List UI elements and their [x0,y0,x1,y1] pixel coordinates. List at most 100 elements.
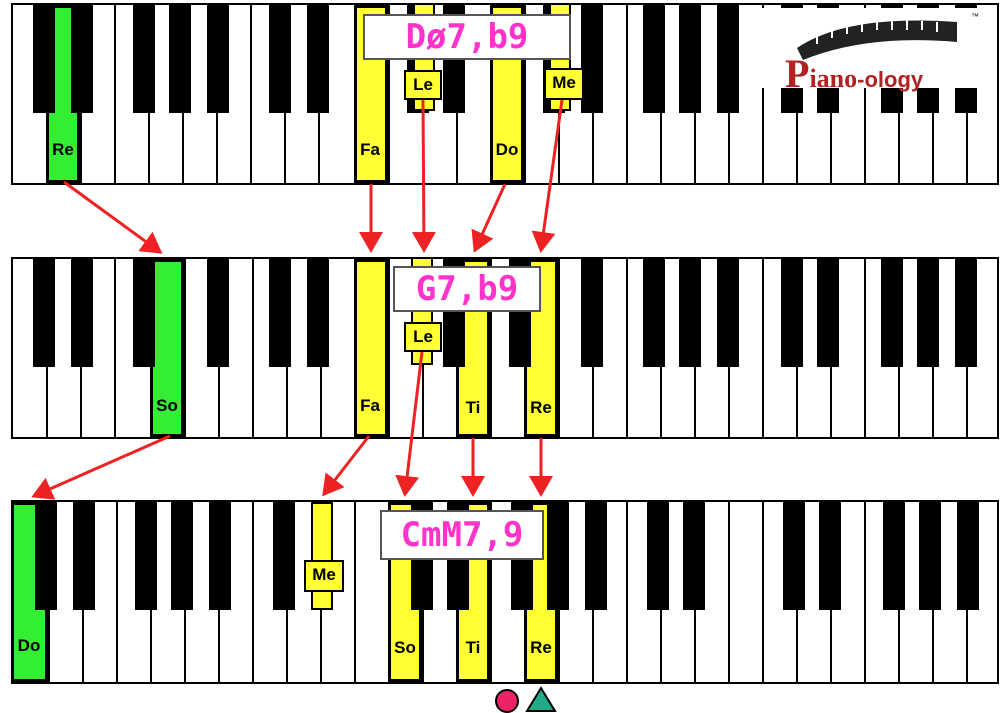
black-key[interactable] [919,502,941,610]
black-key[interactable] [643,259,665,367]
white-key[interactable] [354,502,388,682]
key-label-re: Re [530,398,552,417]
key-label-fa: Fa [360,396,380,415]
black-key[interactable] [133,5,155,113]
white-key[interactable] [524,5,558,183]
white-key[interactable] [184,259,218,437]
black-key[interactable] [269,5,291,113]
arrow-me-to-re [531,99,564,253]
black-key[interactable] [883,502,905,610]
key-label-so: So [394,638,416,657]
white-key[interactable] [762,5,796,183]
chord-name-2: G7,b9 [393,266,541,312]
key-label-re: Re [530,638,552,657]
keyboard-bottom [11,500,999,684]
black-key[interactable] [817,259,839,367]
white-key[interactable] [626,5,660,183]
white-key-fa[interactable] [354,259,388,437]
black-key[interactable] [71,259,93,367]
key-label-do: Do [495,140,519,159]
black-key[interactable] [269,259,291,367]
arrow-fa-to-me [322,435,371,497]
black-key[interactable] [881,259,903,367]
white-key[interactable] [490,502,524,682]
black-key[interactable] [71,5,93,113]
black-key[interactable] [133,259,155,367]
key-label-re: Re [52,140,74,159]
arrow-re-to-so [63,180,163,254]
black-key[interactable] [207,5,229,113]
white-key[interactable] [626,502,660,682]
white-key[interactable] [116,502,150,682]
black-key[interactable] [917,259,939,367]
white-key[interactable] [626,259,660,437]
key-label-ti: Ti [465,398,481,417]
black-key[interactable] [307,5,329,113]
black-key[interactable] [647,502,669,610]
white-key[interactable] [728,502,762,682]
white-key[interactable] [490,259,524,437]
black-key[interactable] [581,5,603,113]
black-key[interactable] [169,5,191,113]
white-key[interactable] [250,5,284,183]
black-key[interactable] [717,259,739,367]
arrow-do-to-ti [471,183,507,253]
tag-me-top: Me [544,68,584,100]
black-key[interactable] [33,259,55,367]
black-key[interactable] [73,502,95,610]
white-key[interactable] [252,259,286,437]
black-key[interactable] [171,502,193,610]
white-key[interactable] [252,502,286,682]
chord-name-1: Dø7,b9 [363,14,571,60]
black-key[interactable] [955,259,977,367]
logo-first-letter: P [785,51,810,96]
white-key[interactable] [388,259,422,437]
black-key[interactable] [209,502,231,610]
black-key[interactable] [679,5,701,113]
black-key[interactable] [581,259,603,367]
black-key[interactable] [781,259,803,367]
key-label-so: So [156,396,178,415]
piano-ology-logo: Piano-ology ™ [757,8,989,96]
black-key[interactable] [33,5,55,113]
white-key[interactable] [11,259,45,437]
black-key[interactable] [679,259,701,367]
logo-trademark: ™ [971,12,979,21]
black-key[interactable] [643,5,665,113]
black-key[interactable] [307,259,329,367]
white-key[interactable] [114,5,148,183]
key-label-fa: Fa [360,140,380,159]
black-key[interactable] [135,502,157,610]
black-key[interactable] [273,502,295,610]
black-key[interactable] [957,502,979,610]
arrow-le-to-le [411,99,436,253]
black-key[interactable] [585,502,607,610]
white-key[interactable] [864,5,898,183]
key-label-ti: Ti [465,638,481,657]
black-key[interactable] [717,5,739,113]
black-key[interactable] [819,502,841,610]
logo-text: Piano-ology [785,50,923,97]
black-key[interactable] [207,259,229,367]
logo-keys-graphic [797,20,957,61]
white-key[interactable] [864,502,898,682]
white-key[interactable] [114,259,148,437]
white-key[interactable] [558,259,592,437]
white-key[interactable] [762,502,796,682]
white-key[interactable] [864,259,898,437]
arrow-so-to-do [31,434,171,500]
logo-brand: iano [809,64,858,93]
circle-marker [495,689,519,713]
black-key[interactable] [783,502,805,610]
white-key[interactable] [11,5,45,183]
black-key[interactable] [547,502,569,610]
triangle-marker [525,686,557,712]
white-key[interactable] [762,259,796,437]
black-key[interactable] [35,502,57,610]
tag-le-middle: Le [404,322,442,352]
white-key[interactable] [388,5,422,183]
black-key[interactable] [683,502,705,610]
key-label-do: Do [17,636,41,655]
chord-name-3: CmM7,9 [380,510,544,560]
